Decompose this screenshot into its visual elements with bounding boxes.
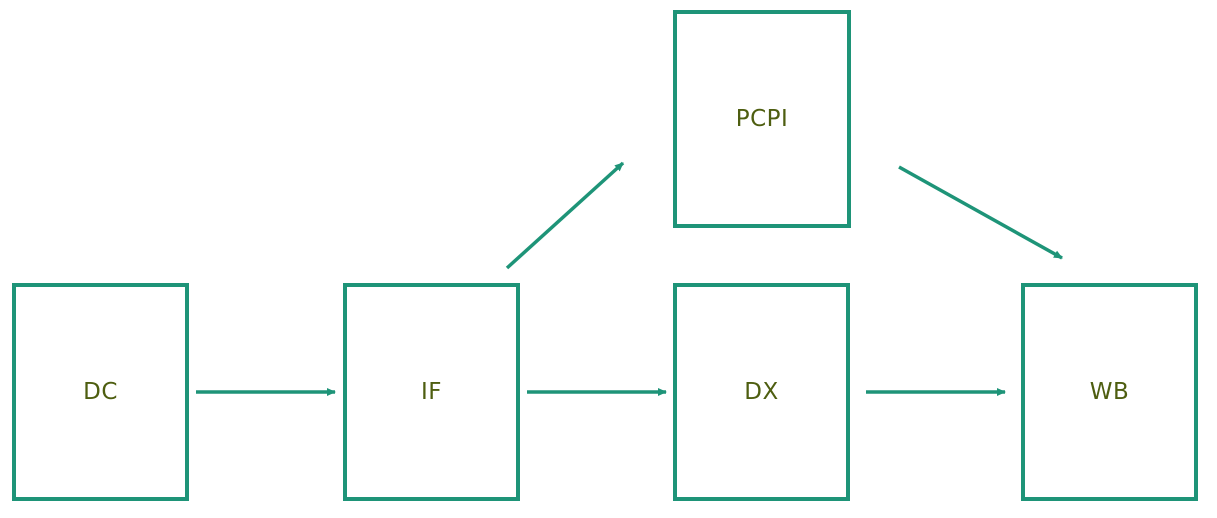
node-wb-label: WB — [1089, 379, 1130, 405]
edge-if-to-pcpi — [505, 161, 625, 270]
node-if-label: IF — [420, 379, 442, 405]
node-pcpi-label: PCPI — [735, 106, 789, 132]
node-wb: WB — [1021, 283, 1198, 501]
node-dc-label: DC — [83, 379, 118, 405]
node-if: IF — [343, 283, 520, 501]
edge-pcpi-to-wb — [898, 165, 1063, 260]
node-dx: DX — [673, 283, 850, 501]
node-dc: DC — [12, 283, 189, 501]
node-dx-label: DX — [744, 379, 779, 405]
node-pcpi: PCPI — [673, 10, 851, 228]
